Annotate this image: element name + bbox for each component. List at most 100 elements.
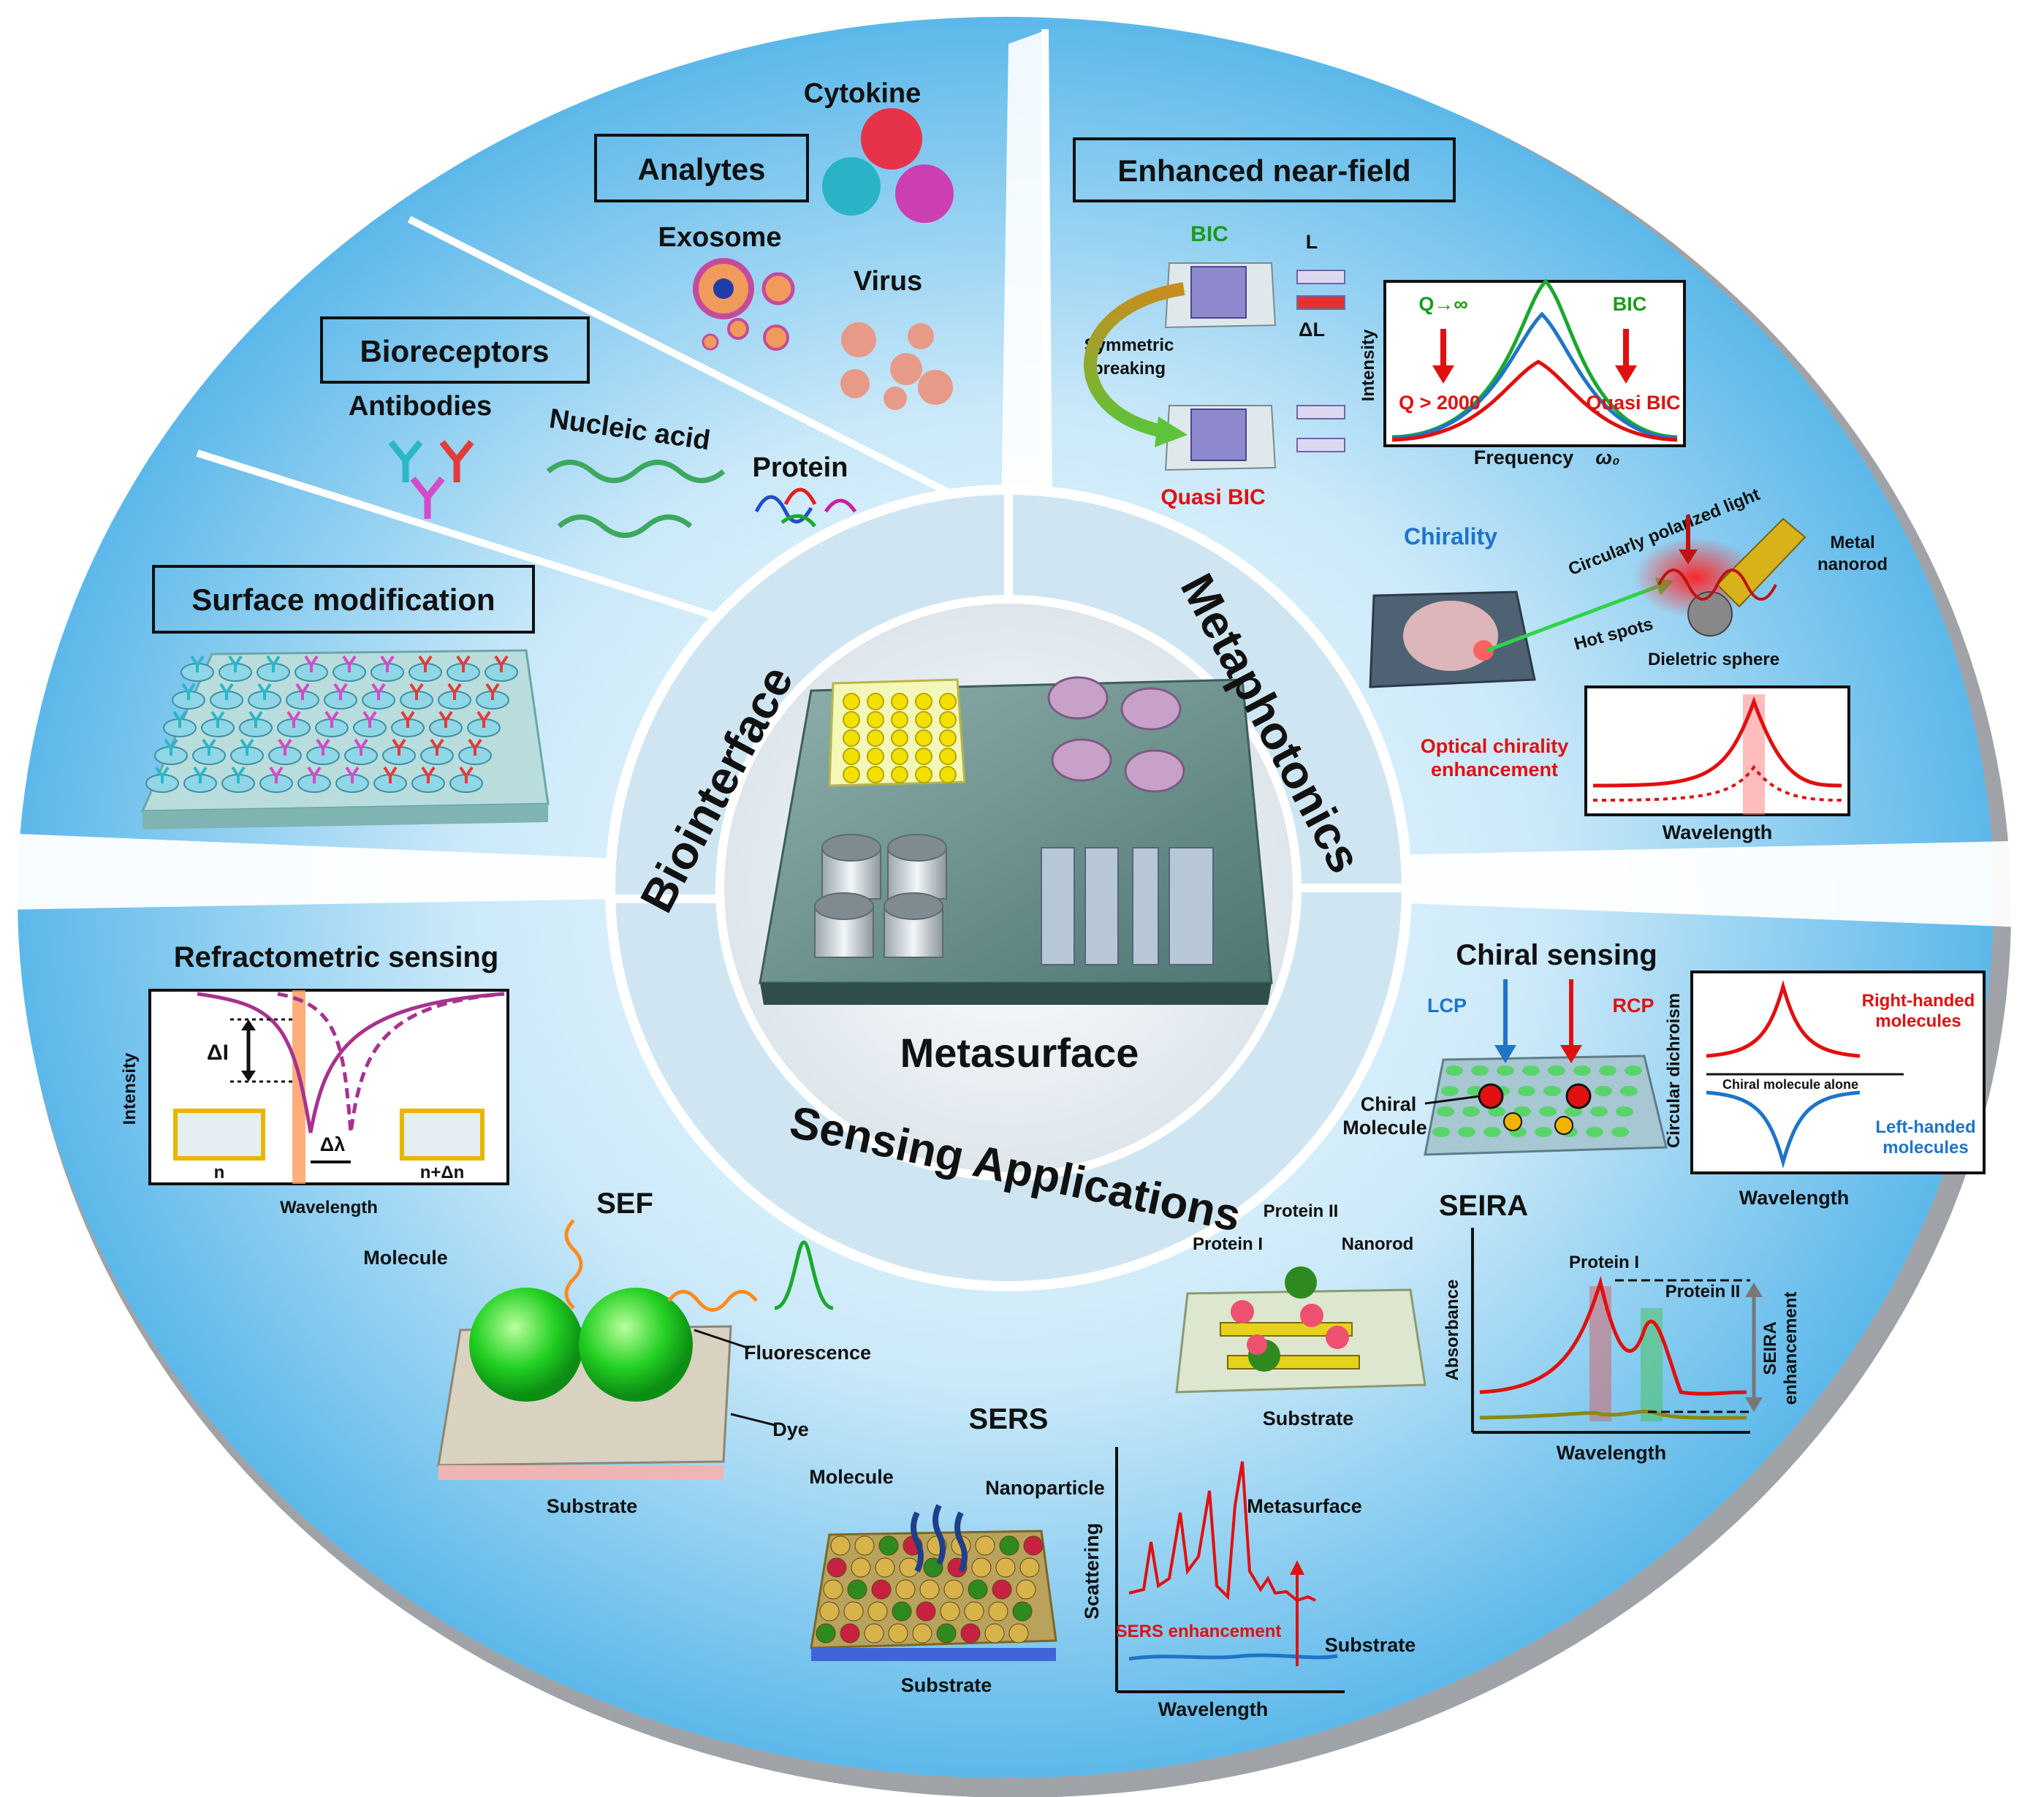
delta-I-label: ΔI (207, 1041, 229, 1065)
right-handed-molecules-label: molecules (1875, 1011, 1961, 1031)
surface-modification-title: Surface modification (191, 582, 495, 617)
sers-nanoparticle (936, 1623, 957, 1644)
sers-nanoparticle (999, 1535, 1019, 1556)
virus-label: Virus (854, 266, 922, 297)
q-plot-ylabel: Intensity (1359, 329, 1378, 401)
pad-antibody (456, 655, 471, 672)
pad-antibody (316, 738, 330, 756)
seira-protein-ii-label: Protein II (1264, 1201, 1339, 1221)
sers-nanoparticle (1016, 1579, 1036, 1600)
pad-antibody (269, 766, 284, 783)
pad-antibody (181, 683, 196, 700)
pad-antibody (383, 766, 398, 783)
yellow-dot (891, 711, 908, 729)
q-2000-label: Q > 2000 (1399, 392, 1481, 414)
surface-modification-section: Surface modification (140, 565, 550, 829)
cytokine-icon (861, 108, 922, 170)
lcp-label: LCP (1427, 995, 1467, 1017)
pad-antibody (231, 766, 246, 783)
pad-antibody (193, 766, 208, 783)
sers-nanoparticle (995, 1557, 1016, 1578)
pad-antibody (354, 738, 368, 756)
chiral-label: Chiral (1361, 1093, 1417, 1115)
sers-nanoparticle (940, 1601, 960, 1622)
sers-nanoparticle (968, 1579, 988, 1600)
yellow-dot (843, 711, 860, 729)
sers-nanoparticle (823, 1579, 843, 1600)
n-dn-label: n+Δn (420, 1163, 465, 1182)
sers-nanoparticle (892, 1601, 912, 1622)
emission-wave (667, 1290, 758, 1312)
chiral-pad (1599, 1065, 1616, 1076)
yellow-dot (867, 766, 884, 783)
sef-substrate-label: Substrate (547, 1495, 638, 1517)
seira-substrate-label: Substrate (1263, 1407, 1354, 1429)
sers-nanoparticle (916, 1601, 936, 1622)
sers-enh-label: SERS enhancement (1116, 1622, 1282, 1641)
pad-antibody (286, 710, 301, 728)
yellow-dot (843, 729, 860, 747)
nanoparticle-label: Nanoparticle (985, 1477, 1105, 1499)
sers-nanoparticle (827, 1557, 847, 1578)
seira-section: SEIRA Protein II Protein I Nanorod Subst… (1175, 1190, 1801, 1464)
pad-antibody (362, 710, 377, 728)
pad-antibody (468, 738, 482, 756)
substrate-curve-label: Substrate (1325, 1634, 1416, 1656)
sers-nanoparticle (847, 1579, 867, 1600)
pad-antibody (278, 738, 292, 756)
chiral-pad (1437, 1106, 1454, 1117)
chiral-pad (1565, 1106, 1582, 1117)
yellow-dot (915, 729, 932, 747)
chiral-pad (1462, 1106, 1480, 1117)
pad-antibody (155, 766, 170, 783)
chiral-pad (1522, 1065, 1540, 1076)
chiral-pad (1445, 1065, 1463, 1076)
seira-enh-label-2: enhancement (1781, 1292, 1801, 1405)
L-label: L (1306, 231, 1318, 253)
sers-nanoparticle (992, 1579, 1012, 1600)
pad-antibody (380, 655, 395, 672)
quasi-bic-label: Quasi BIC (1160, 485, 1265, 509)
yellow-dot (915, 711, 932, 729)
cd-ylabel: Circular dichroism (1664, 993, 1684, 1148)
pad-antibody (345, 766, 360, 783)
sers-nanoparticle (864, 1623, 884, 1644)
bic-label: BIC (1190, 222, 1228, 246)
pad-antibody (485, 683, 500, 700)
pad-antibody (172, 710, 187, 728)
sers-nanoparticle (1012, 1601, 1033, 1622)
seira-xlabel: Wavelength (1557, 1442, 1667, 1464)
omega-label: ω₀ (1595, 447, 1619, 468)
seira-enh-label-1: SEIRA (1760, 1321, 1780, 1375)
yellow-dot (915, 748, 932, 765)
sers-nanoparticle (867, 1601, 888, 1622)
plot-protein-i-label: Protein I (1569, 1253, 1639, 1272)
yellow-dot (939, 766, 957, 783)
pad-antibody (392, 738, 406, 756)
bioreceptors-box (320, 316, 590, 384)
left-handed-label: Left-handed (1875, 1117, 1975, 1137)
yellow-dot (939, 711, 957, 729)
analytes-box (594, 134, 809, 202)
green-nanoparticle-left (469, 1288, 583, 1402)
pad-antibody (210, 710, 225, 728)
chiral-pad (1625, 1065, 1642, 1076)
chiral-sensing-title: Chiral sensing (1456, 939, 1657, 971)
enhancement-label: enhancement (1431, 759, 1558, 780)
sers-title: SERS (969, 1403, 1049, 1435)
metasurface-spectrum (1128, 1461, 1316, 1603)
sers-nanoparticle (871, 1579, 892, 1600)
sers-nanoparticle (988, 1601, 1008, 1622)
chiral-pad (1539, 1106, 1557, 1117)
yellow-dot (915, 693, 932, 710)
pad-antibody (257, 683, 272, 700)
pad-antibody (266, 655, 281, 672)
sers-nanoparticle (919, 1579, 940, 1600)
refractometric-xlabel: Wavelength (280, 1198, 378, 1217)
pad-antibody (409, 683, 424, 700)
pad-antibody (447, 683, 462, 700)
pad-antibody (494, 655, 509, 672)
plot-protein-ii-label: Protein II (1665, 1282, 1741, 1302)
dielectric-sphere-label: Dieletric sphere (1648, 650, 1779, 669)
pad-antibody (418, 655, 433, 672)
